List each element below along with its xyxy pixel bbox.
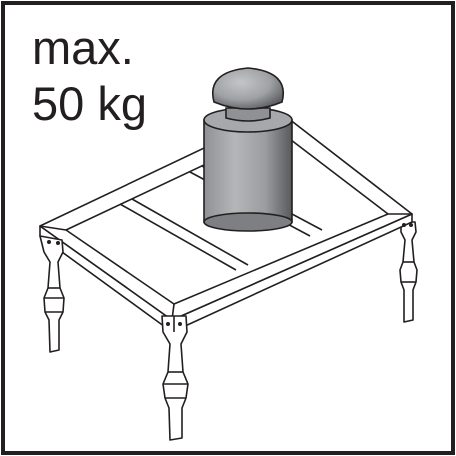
max-load-value: 50 kg [32,77,147,130]
table-leg-front-corner [161,315,189,441]
table-leg-back-right [399,221,418,323]
weight-icon [203,67,293,232]
leg-dowel-dots [47,223,413,326]
table-leg-front-left [39,235,65,353]
max-load-label: max. [32,21,134,74]
